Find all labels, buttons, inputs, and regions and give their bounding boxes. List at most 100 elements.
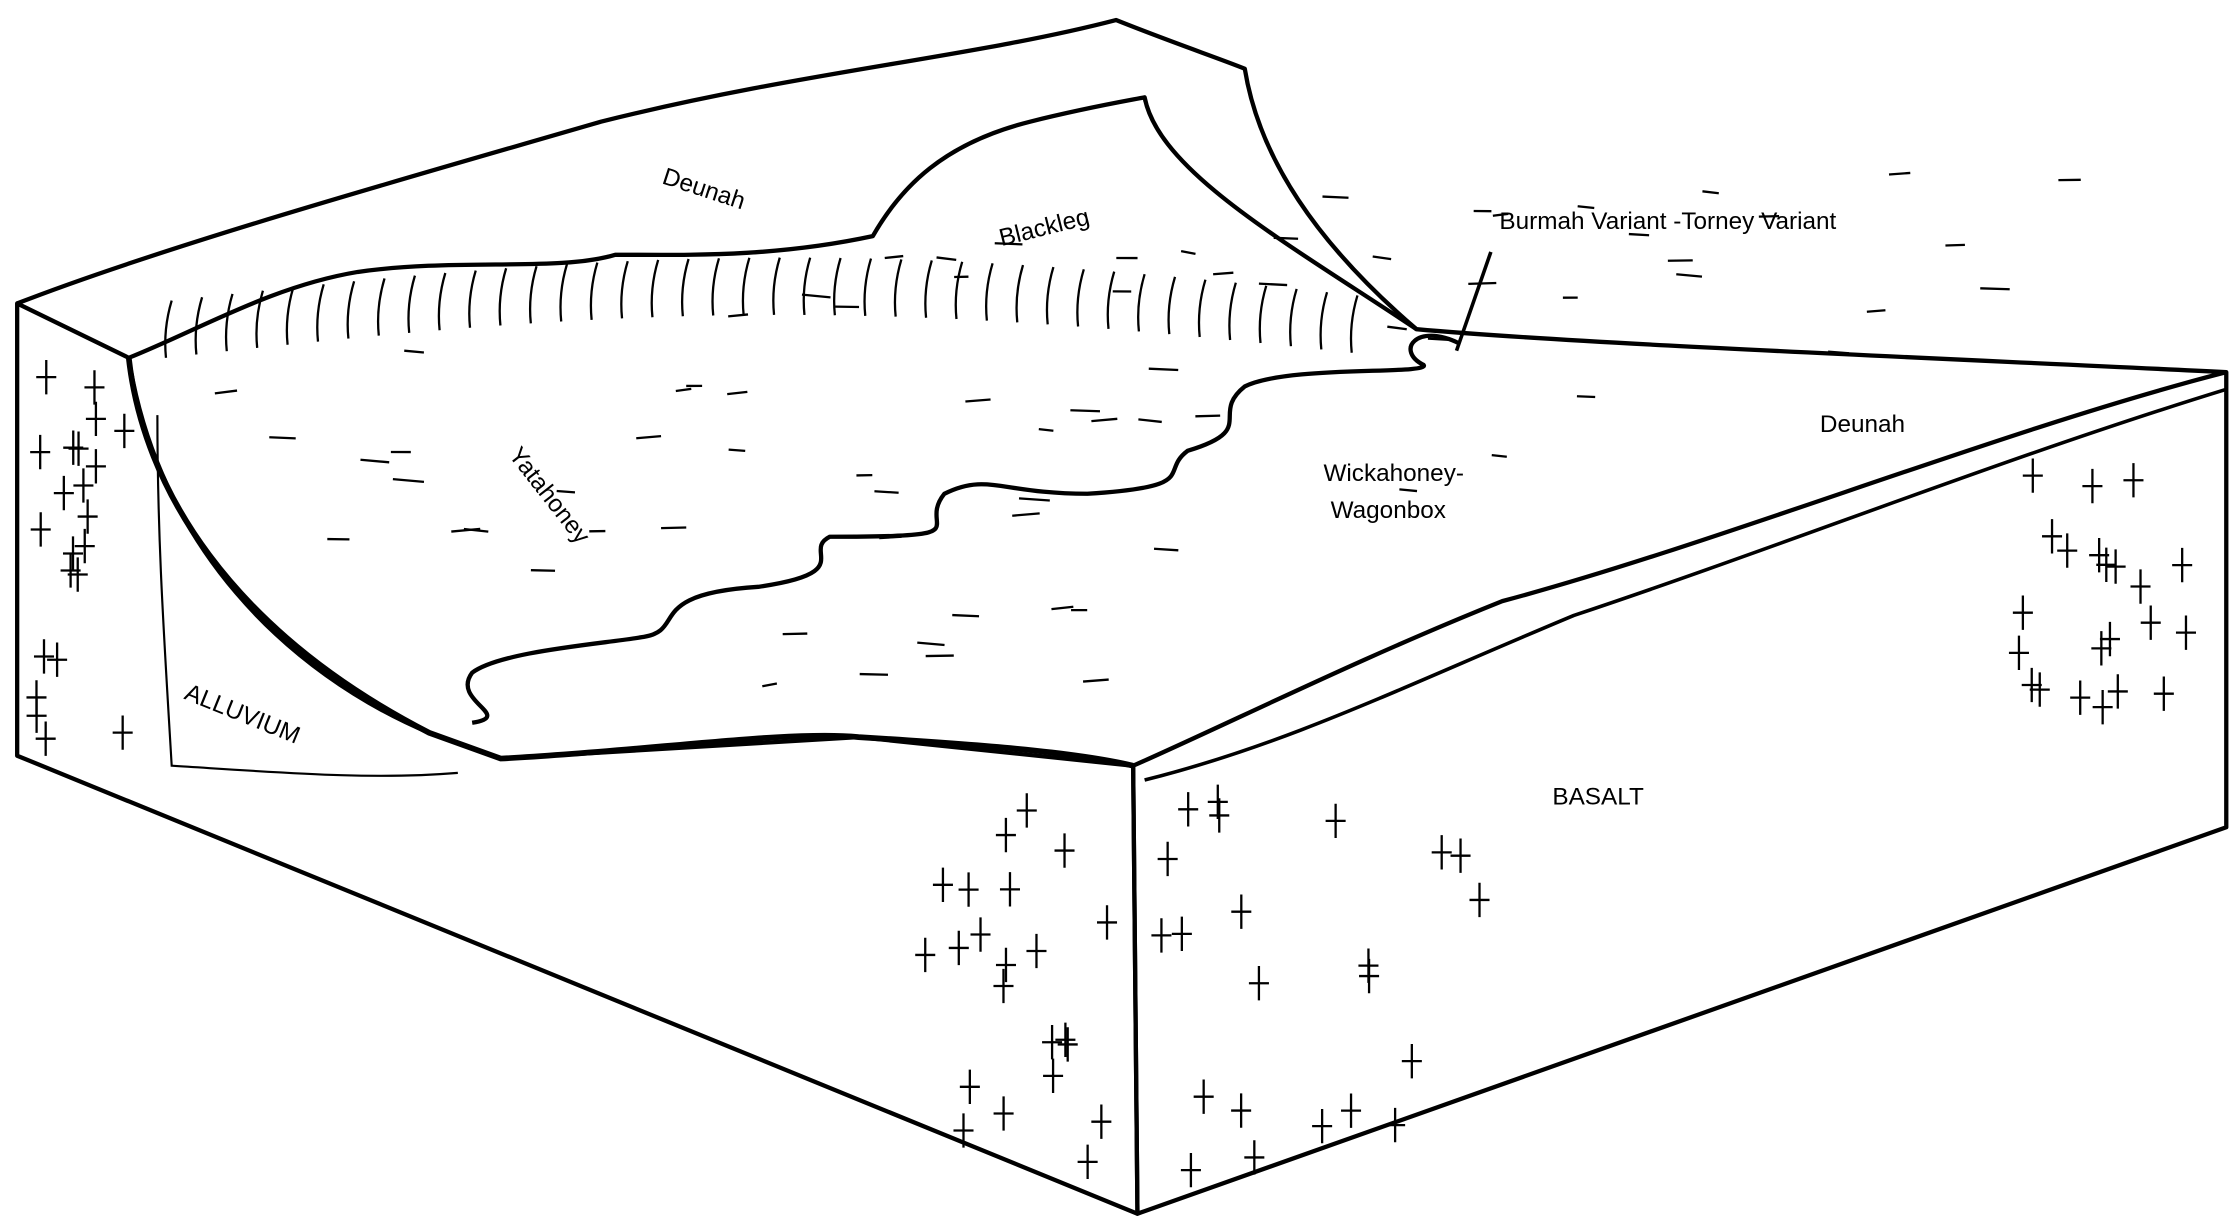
slope-hachure-mark bbox=[376, 278, 386, 336]
surface-dash-mark bbox=[404, 349, 425, 354]
surface-dash-mark bbox=[728, 313, 749, 318]
surface-dash-mark bbox=[1468, 281, 1497, 286]
basalt-cross-mark bbox=[1385, 1107, 1406, 1143]
surface-dash-mark bbox=[1980, 287, 2010, 291]
slope-hachure-mark bbox=[620, 260, 629, 319]
surface-dash-mark bbox=[762, 682, 778, 688]
surface-dash-mark bbox=[859, 672, 889, 676]
basalt-cross-mark bbox=[2070, 680, 2091, 715]
basalt-cross-mark bbox=[995, 947, 1016, 983]
basalt-cross-mark bbox=[1231, 1093, 1252, 1128]
slope-hachure-mark bbox=[924, 260, 933, 318]
slope-hachure-mark bbox=[498, 267, 508, 326]
basalt-cross-mark bbox=[1248, 966, 1269, 1001]
basalt-cross-mark bbox=[1178, 792, 1199, 827]
surface-dash-mark bbox=[952, 613, 980, 618]
escarpment-rim bbox=[127, 95, 1418, 360]
basalt-cross-mark bbox=[2140, 605, 2161, 640]
valley-front-edge bbox=[125, 357, 1134, 769]
basalt-cross-mark bbox=[60, 553, 81, 588]
basalt-cross-mark bbox=[959, 1069, 980, 1104]
upland-surface-outline bbox=[16, 17, 2227, 375]
label-deunah-right: Deunah bbox=[1820, 411, 1905, 438]
basalt-cross-mark bbox=[36, 359, 57, 395]
surface-dash-mark bbox=[556, 489, 576, 494]
surface-dash-mark bbox=[1213, 271, 1234, 276]
basalt-cross-mark bbox=[74, 528, 95, 564]
surface-dash-mark bbox=[1195, 414, 1221, 418]
basalt-cross-mark bbox=[1057, 1027, 1078, 1062]
surface-dash-mark bbox=[879, 535, 902, 540]
basalt-cross-mark bbox=[85, 449, 106, 484]
right-front-face bbox=[1131, 369, 2229, 1216]
surface-dash-mark bbox=[1577, 205, 1595, 210]
basalt-cross-mark bbox=[1431, 835, 1452, 870]
slope-hachure-mark bbox=[1319, 291, 1329, 350]
basalt-cross-mark bbox=[63, 430, 84, 465]
surface-dash-mark bbox=[728, 448, 746, 452]
surface-dash-mark bbox=[1012, 512, 1040, 517]
slope-hachure-mark bbox=[893, 259, 903, 317]
basalt-cross-mark bbox=[1026, 933, 1047, 969]
label-basalt: BASALT bbox=[1552, 783, 1644, 810]
basalt-cross-mark bbox=[2099, 621, 2120, 657]
basalt-cross-mark bbox=[114, 413, 135, 449]
basalt-cross-mark bbox=[1171, 916, 1192, 952]
slope-hachure-mark bbox=[194, 296, 204, 355]
slope-hachure-mark bbox=[711, 257, 721, 316]
basalt-cross-mark bbox=[1054, 833, 1075, 868]
surface-dash-mark bbox=[1148, 367, 1179, 372]
basalt-cross-mark bbox=[1341, 1093, 1362, 1128]
slope-hachure-mark bbox=[802, 257, 812, 316]
floodplain-meander bbox=[465, 333, 1461, 725]
slope-hachure-mark bbox=[1349, 295, 1359, 353]
basalt-cross-mark bbox=[2130, 569, 2151, 604]
surface-dash-mark bbox=[1138, 418, 1162, 424]
basalt-cross-mark bbox=[2123, 463, 2144, 498]
slope-hachure-mark bbox=[985, 263, 994, 321]
surface-dash-mark bbox=[1491, 453, 1507, 458]
slope-hachure-mark bbox=[863, 258, 873, 316]
basalt-cross-mark bbox=[2021, 667, 2042, 703]
burmah-leader-line bbox=[1454, 251, 1493, 352]
basalt-cross-mark bbox=[953, 1113, 974, 1148]
basalt-cross-mark bbox=[1359, 958, 1380, 994]
basalt-cross-mark bbox=[112, 715, 133, 750]
basalt-cross-mark bbox=[73, 468, 94, 503]
slope-hachure-mark bbox=[1258, 285, 1268, 344]
basalt-cross-mark bbox=[1043, 1058, 1064, 1094]
slope-hachure-mark bbox=[1289, 288, 1298, 347]
slope-hachure-mark bbox=[285, 287, 295, 345]
slope-hachure-mark bbox=[1045, 266, 1055, 325]
basalt-cross-mark bbox=[62, 536, 84, 571]
label-wickahoney: Wickahoney- bbox=[1323, 460, 1464, 487]
slope-hachure-mark bbox=[1076, 268, 1085, 327]
slope-hachure-mark bbox=[589, 262, 599, 320]
basalt-cross-mark bbox=[993, 968, 1014, 1004]
basalt-cross-mark bbox=[2012, 595, 2033, 630]
slope-hachure-mark bbox=[316, 284, 325, 342]
basalt-cross-mark bbox=[2172, 547, 2193, 583]
basalt-cross-mark bbox=[26, 698, 47, 733]
surface-dash-mark bbox=[1427, 337, 1456, 342]
basalt-cross-mark bbox=[84, 370, 105, 405]
basalt-cross-mark bbox=[85, 401, 106, 437]
basalt-cross-mark bbox=[53, 475, 74, 511]
surface-dash-mark bbox=[463, 527, 489, 533]
surface-dash-mark bbox=[1827, 350, 1850, 355]
basalt-cross-mark bbox=[1401, 1043, 1422, 1079]
basalt-cross-mark bbox=[1209, 798, 1230, 833]
basalt-cross-mark bbox=[1312, 1108, 1333, 1144]
basalt-cross-mark bbox=[995, 817, 1016, 853]
basalt-cross-mark bbox=[2105, 549, 2126, 584]
surface-dash-mark bbox=[1945, 243, 1965, 247]
surface-dash-mark bbox=[1051, 605, 1074, 611]
slope-hachure-mark bbox=[772, 257, 781, 315]
basalt-cross-mark bbox=[1207, 784, 1228, 820]
basalt-cross-mark bbox=[35, 721, 56, 756]
slope-hachure-mark bbox=[1228, 282, 1237, 341]
basalt-cross-mark bbox=[1042, 1025, 1063, 1060]
basalt-cross-mark bbox=[1016, 793, 1037, 828]
slope-hachure-mark bbox=[1106, 271, 1116, 330]
basalt-cross-mark bbox=[915, 937, 936, 973]
